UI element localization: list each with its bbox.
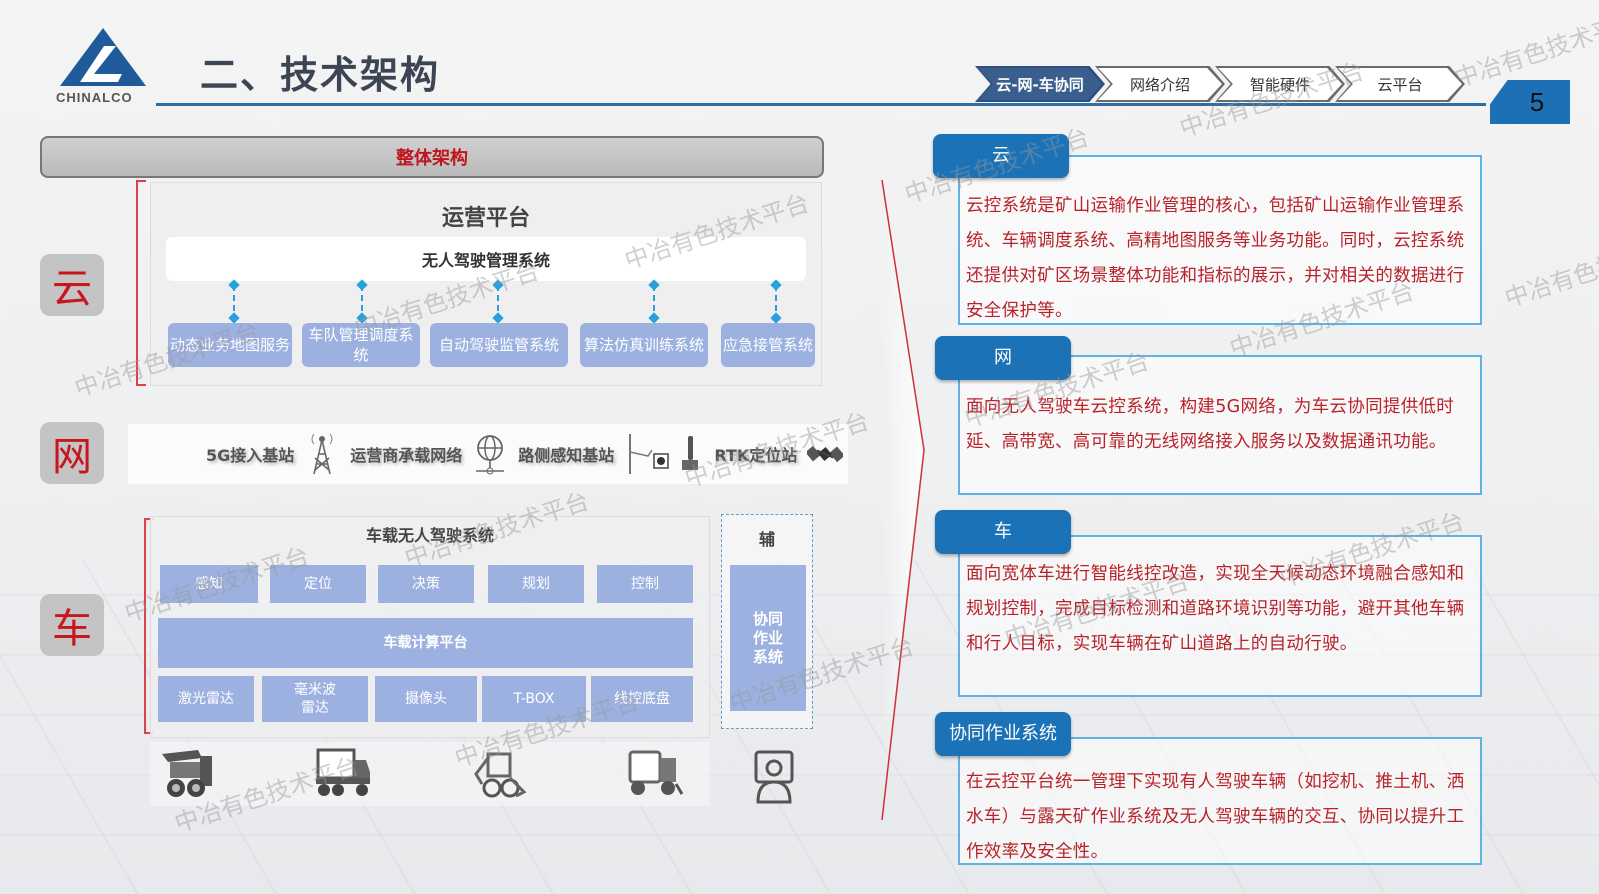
card-tag-network: 网	[935, 336, 1071, 380]
nav-tab-cloud-network-vehicle[interactable]: 云-网-车协同	[975, 66, 1105, 102]
connector	[233, 285, 235, 321]
cloud-bracket	[136, 180, 146, 386]
function-decision: 决策	[378, 565, 474, 603]
dump-truck-icon	[316, 748, 370, 796]
onboard-compute-platform: 车载计算平台	[158, 618, 693, 668]
card-tag-cloud: 云	[933, 134, 1069, 178]
cooperative-operation-system: 协同作业系统	[730, 565, 806, 711]
subsystem-emergency-takeover: 应急接管系统	[721, 323, 815, 367]
net-item-rtk-station: RTK定位站	[714, 446, 798, 465]
card-tag-cooperative: 协同作业系统	[935, 712, 1071, 756]
card-text: 面向无人驾驶车云控系统，构建5G网络，为车云协同提供低时延、高带宽、高可靠的无线…	[966, 397, 1455, 452]
info-card-cloud: 云控系统是矿山运输作业管理的核心，包括矿山运输作业管理系统、车辆调度系统、高精地…	[958, 155, 1482, 325]
network-layer-bar: 5G接入基站 运营商承载网络 路侧感知基站 RTK定位站	[128, 424, 848, 484]
header-divider	[156, 103, 1486, 106]
watermark: 中冶有色技术平台	[1501, 226, 1599, 313]
diagram-title: 整体架构	[40, 136, 824, 178]
autonomous-management-system: 无人驾驶管理系统	[166, 237, 806, 281]
connector	[653, 285, 655, 321]
hardware-camera: 摄像头	[375, 676, 477, 722]
hardware-mmwave-radar: 毫米波雷达	[262, 676, 368, 722]
net-item-roadside-station: 路侧感知基站	[518, 446, 615, 465]
globe-network-icon	[476, 435, 505, 475]
nav-tab-cloud-platform[interactable]: 云平台	[1335, 66, 1465, 102]
water-truck-icon	[628, 750, 684, 795]
subsystem-autonomous-supervision: 自动驾驶监管系统	[430, 323, 568, 367]
function-perception: 感知	[160, 565, 258, 603]
nav-tab-network-intro[interactable]: 网络介绍	[1095, 66, 1225, 102]
nav-tab-smart-hardware[interactable]: 智能硬件	[1215, 66, 1345, 102]
chinalco-logo-icon	[60, 28, 146, 86]
connector	[361, 285, 363, 321]
mining-truck-icon	[162, 750, 212, 797]
net-item-carrier-network: 运营商承载网络	[350, 446, 463, 465]
page-number: 5	[1490, 80, 1570, 124]
hardware-tbox: T-BOX	[482, 676, 586, 722]
onboard-system-title: 车载无人驾驶系统	[365, 526, 494, 545]
card-text: 在云控平台统一管理下实现有人驾驶车辆（如挖机、推土机、洒水车）与露天矿作业系统及…	[966, 772, 1465, 862]
watermark: 中冶有色技术平台	[1451, 6, 1599, 93]
vehicle-bracket	[144, 518, 154, 734]
subsystem-simulation-training: 算法仿真训练系统	[580, 323, 708, 367]
net-item-5g-station: 5G接入基站	[206, 446, 295, 465]
function-control: 控制	[597, 565, 693, 603]
card-text: 面向宽体车进行智能线控改造，实现全天候动态环境融合感知和规划控制，完成目标检测和…	[966, 564, 1465, 654]
page-title: 二、技术架构	[200, 53, 441, 97]
hardware-lidar: 激光雷达	[158, 676, 254, 722]
auxiliary-title: 辅	[758, 530, 775, 549]
connector	[497, 285, 499, 321]
hardware-drive-by-wire-chassis: 线控底盘	[591, 676, 693, 722]
roadside-sensor-icon	[629, 434, 699, 474]
cell-tower-icon	[311, 433, 333, 475]
vehicle-icons-row	[150, 742, 710, 806]
operation-platform-title: 运营平台	[441, 206, 530, 231]
subsystem-dynamic-map: 动态业务地图服务	[168, 323, 292, 367]
info-card-cooperative: 在云控平台统一管理下实现有人驾驶车辆（如挖机、推土机、洒水车）与露天矿作业系统及…	[958, 737, 1482, 865]
layer-label-cloud: 云	[40, 254, 104, 316]
connector	[775, 285, 777, 321]
satellite-icon	[807, 445, 844, 463]
function-localization: 定位	[270, 565, 366, 603]
subsystem-fleet-dispatch: 车队管理调度系统	[302, 323, 420, 367]
excavator-icon	[474, 752, 527, 798]
operator-icon	[754, 750, 794, 804]
card-text: 云控系统是矿山运输作业管理的核心，包括矿山运输作业管理系统、车辆调度系统、高精地…	[966, 196, 1465, 321]
card-tag-vehicle: 车	[935, 510, 1071, 554]
section-nav: 云-网-车协同 网络介绍 智能硬件 云平台	[975, 66, 1465, 102]
function-planning: 规划	[488, 565, 584, 603]
info-card-vehicle: 面向宽体车进行智能线控改造，实现全天候动态环境融合感知和规划控制，完成目标检测和…	[958, 535, 1482, 697]
chevron-divider-icon	[881, 180, 925, 821]
logo-text: CHINALCO	[56, 90, 133, 105]
layer-label-vehicle: 车	[40, 594, 104, 656]
layer-label-network: 网	[40, 422, 104, 484]
